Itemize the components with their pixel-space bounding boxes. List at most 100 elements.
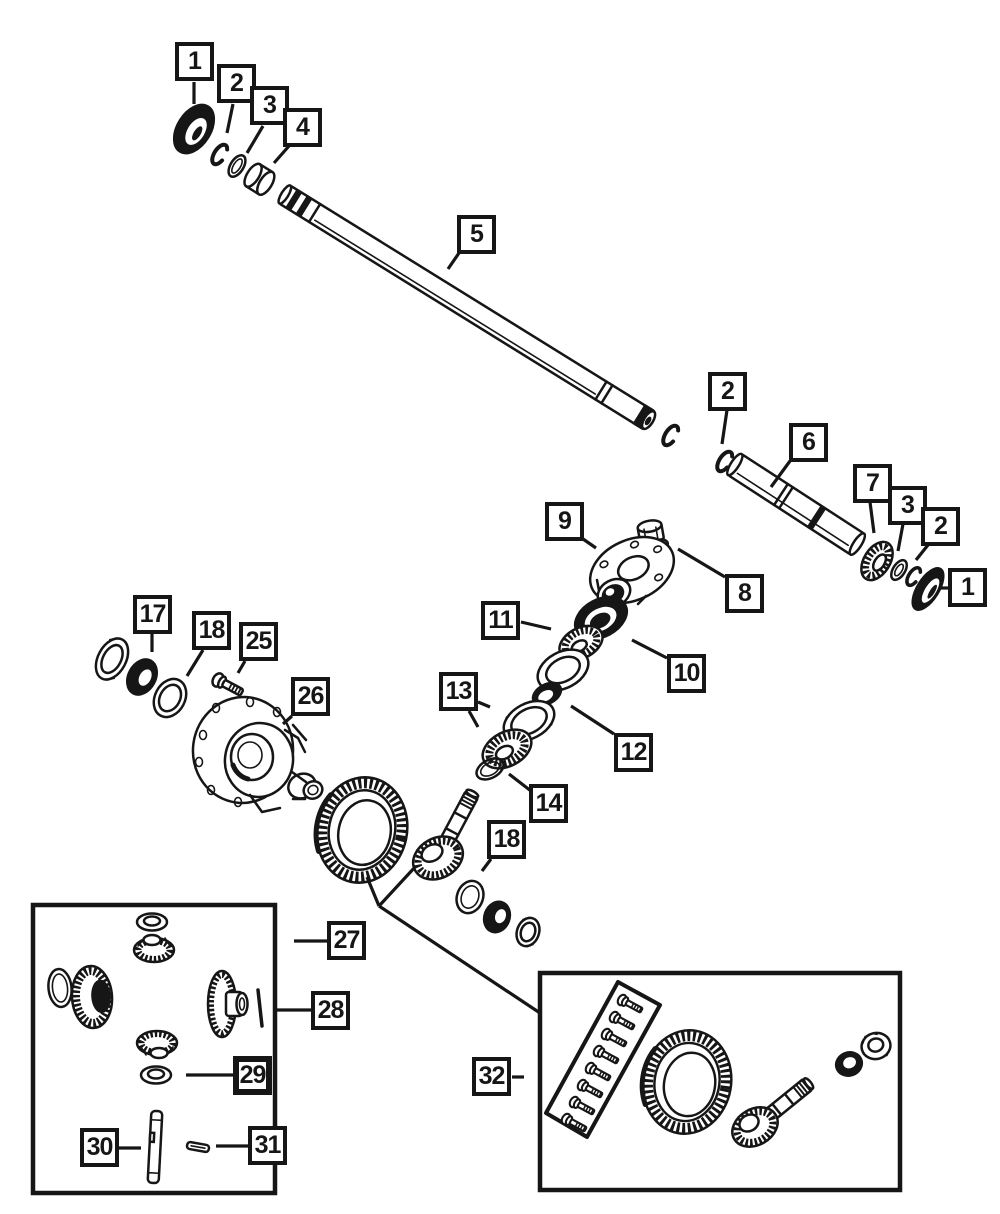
kit-drive-pinion <box>731 1077 815 1148</box>
side-gear-oring <box>47 967 73 1009</box>
side-gear-snap-pin <box>256 988 264 1028</box>
kit-pinion-seal <box>834 1051 864 1077</box>
connector-line <box>377 864 418 908</box>
callout-14: 14 <box>529 784 568 823</box>
ring-gear-bolt-4 <box>592 1044 620 1066</box>
callout-leader-line <box>677 547 726 579</box>
callout-leader-line <box>631 638 668 660</box>
connector-line <box>365 876 381 907</box>
axle-shaft-seal <box>172 103 216 155</box>
callout-leader-line <box>868 501 876 534</box>
differential-internals-kit-box <box>30 902 278 1196</box>
callout-30: 30 <box>80 1128 119 1167</box>
callout-leader-line <box>185 649 205 677</box>
ring-gear-bolt-2 <box>608 1010 636 1032</box>
ring-gear-bolt-3 <box>600 1027 628 1049</box>
callout-26: 26 <box>291 677 330 716</box>
callout-9: 9 <box>545 502 584 541</box>
callout-10: 10 <box>667 654 706 693</box>
callout-13: 13 <box>439 672 478 711</box>
spider-thrust-washer-top <box>135 912 169 932</box>
callout-25: 25 <box>239 622 278 661</box>
side-gear-right <box>206 969 249 1039</box>
callout-12: 12 <box>614 733 653 772</box>
callout-11: 11 <box>481 601 520 640</box>
callout-8: 8 <box>725 574 764 613</box>
ring-gear-bolt-5 <box>584 1061 612 1083</box>
callout-leader-line <box>272 144 291 165</box>
kit-pinion-nut <box>860 1031 892 1061</box>
callout-3b: 3 <box>888 486 927 525</box>
inner-bearing-cup <box>455 879 485 915</box>
inner-pilot-bearing <box>482 900 512 934</box>
kit-boxes <box>30 902 903 1196</box>
callout-leader-line <box>914 544 930 561</box>
callout-28: 28 <box>311 991 350 1030</box>
callout-1b: 1 <box>948 568 987 607</box>
axle-c-lock-clip <box>658 421 683 450</box>
callout-7: 7 <box>853 464 892 503</box>
callout-18a: 18 <box>192 611 231 650</box>
pilot-bearing-collar <box>515 916 541 948</box>
callout-leader-line <box>896 523 905 552</box>
ring-gear-bolt-7 <box>568 1095 596 1117</box>
front-bearing-cup <box>536 648 590 692</box>
callout-leader-line <box>245 125 265 154</box>
stub-shaft-seal <box>911 567 945 611</box>
callout-leader-line <box>477 700 491 709</box>
axle-bearing-collar <box>243 162 276 196</box>
callout-18b: 18 <box>487 820 526 859</box>
spider-thrust-washer-bottom <box>139 1065 173 1085</box>
pinion-mate-shaft <box>146 1109 164 1185</box>
ring-gear-bolt-1 <box>616 993 644 1015</box>
callout-1: 1 <box>175 42 214 81</box>
side-bearing-cup <box>94 637 130 681</box>
spider-gear-top <box>134 935 174 962</box>
callout-leader-line <box>467 710 480 728</box>
ring-and-pinion-kit-box <box>537 970 903 1193</box>
callout-2c: 2 <box>921 507 960 546</box>
side-bearing <box>126 658 158 696</box>
bolt-package-panel <box>544 980 662 1139</box>
callout-leader-line <box>236 660 247 674</box>
callout-leader-line <box>769 460 792 488</box>
callout-31: 31 <box>248 1126 287 1165</box>
callout-3: 3 <box>250 86 289 125</box>
stub-shaft-bearing <box>860 540 894 582</box>
callout-leader-line <box>281 714 294 726</box>
stub-shaft-washer <box>890 558 908 582</box>
drive-pinion <box>411 788 480 881</box>
callout-2: 2 <box>217 64 256 103</box>
callout-leader-line <box>720 409 729 445</box>
callout-17: 17 <box>133 595 172 634</box>
callout-2b: 2 <box>708 372 747 411</box>
axle-snap-ring <box>207 140 232 169</box>
callout-leader-line <box>480 858 493 872</box>
stub-shaft <box>725 452 867 557</box>
callout-4: 4 <box>283 108 322 147</box>
callout-32: 32 <box>472 1057 511 1096</box>
pinion-oil-slinger <box>475 757 505 781</box>
callout-leader-line <box>446 252 461 270</box>
callout-leader-line <box>225 103 235 134</box>
callout-leader-line <box>570 704 615 736</box>
callout-leader-line <box>508 772 532 793</box>
differential-case <box>191 695 324 814</box>
callout-29: 29 <box>233 1056 272 1095</box>
side-bearing-race <box>152 677 188 719</box>
connector-line <box>378 904 541 1015</box>
side-gear-left <box>70 964 114 1030</box>
callout-5: 5 <box>457 215 496 254</box>
collapsible-spacer-ring <box>531 681 563 707</box>
spider-gear-bottom <box>137 1031 177 1058</box>
kit-ring-gear <box>634 1023 739 1141</box>
bearing-cap-bolt <box>211 672 245 697</box>
axle-retainer-ring <box>227 154 247 178</box>
callout-27: 27 <box>327 921 366 960</box>
ring-gear-bolt-6 <box>576 1078 604 1100</box>
mate-shaft-roll-pin <box>185 1140 211 1154</box>
callout-leader-line <box>520 620 552 631</box>
axle-shaft <box>277 184 657 431</box>
